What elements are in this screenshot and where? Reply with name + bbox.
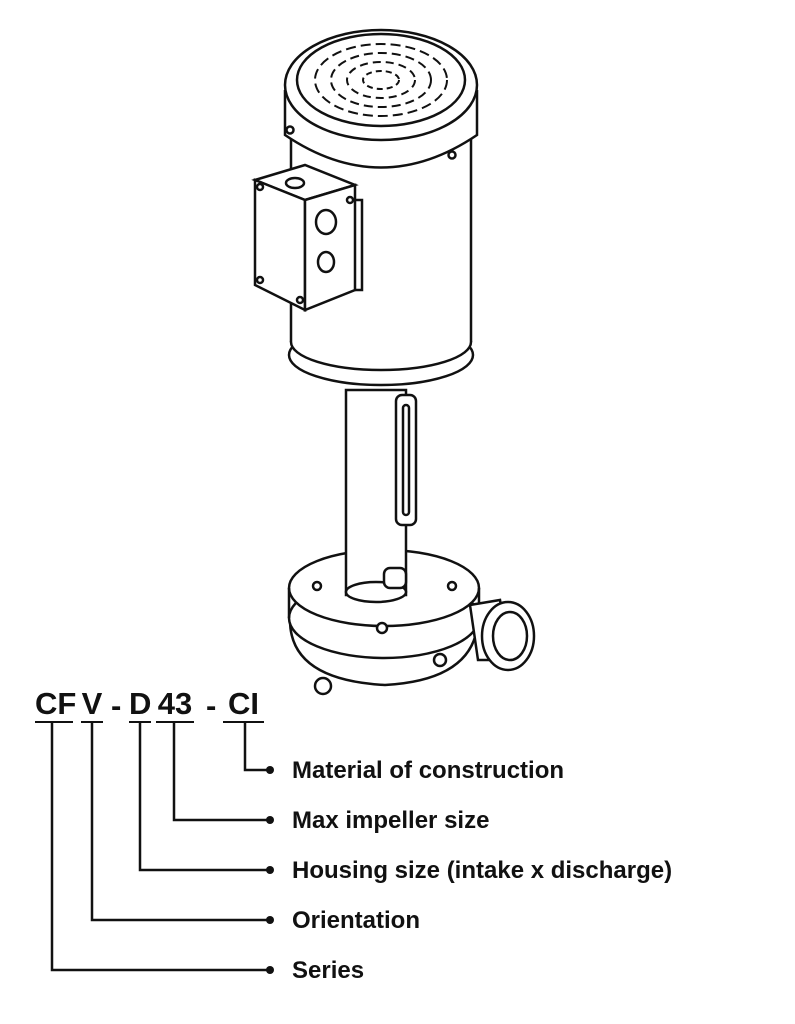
- discharge-port: [468, 598, 536, 672]
- junction-box: [251, 163, 364, 313]
- leader-dot: [266, 816, 274, 824]
- leader-dot: [266, 916, 274, 924]
- code-segment-series: CF: [35, 686, 77, 723]
- label-orientation: Orientation: [292, 907, 421, 934]
- leader-housing: [138, 722, 268, 872]
- leader-material: [243, 722, 268, 772]
- label-impeller-size: Max impeller size: [292, 807, 490, 834]
- leader-dot: [266, 966, 274, 974]
- label-material: Material of construction: [292, 757, 565, 784]
- leader-impeller: [172, 722, 268, 822]
- leader-dot: [266, 766, 274, 774]
- leader-orientation: [90, 722, 268, 922]
- label-series: Series: [292, 957, 365, 984]
- code-segment-material: CI: [223, 688, 264, 723]
- leader-series: [50, 722, 268, 972]
- label-housing-size: Housing size (intake x discharge): [292, 857, 673, 884]
- vertical-pump-illustration: [251, 28, 536, 696]
- leader-dot: [266, 866, 274, 874]
- code-separator: -: [111, 688, 122, 723]
- pump-column: [344, 388, 418, 604]
- code-separator: -: [206, 688, 217, 723]
